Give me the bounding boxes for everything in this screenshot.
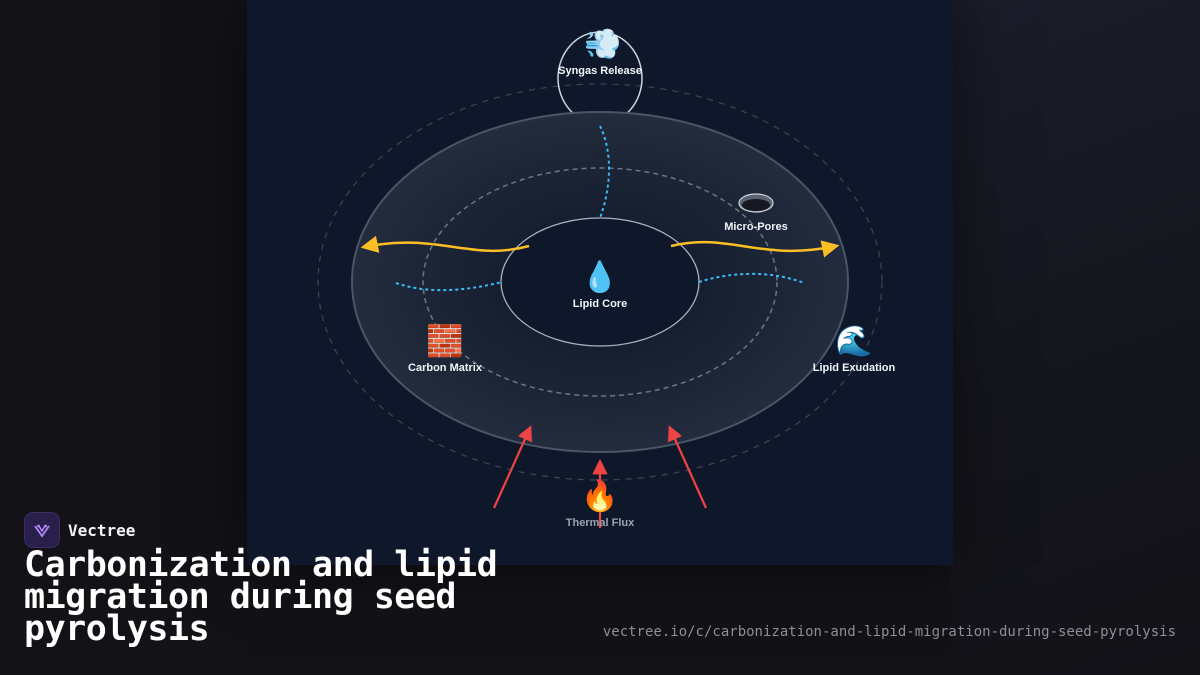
- outer-boundary-ring: [317, 83, 883, 481]
- lipid-exudation-label: Lipid Exudation: [813, 362, 896, 374]
- wind-icon: 💨: [584, 27, 621, 62]
- lipid-core-label: Lipid Core: [573, 298, 627, 310]
- brand: Vectree: [24, 512, 135, 548]
- brand-name: Vectree: [68, 520, 136, 540]
- source-url[interactable]: vectree.io/c/carbonization-and-lipid-mig…: [602, 624, 1176, 640]
- brick-icon: 🧱: [426, 323, 463, 359]
- wave-icon: 🌊: [835, 323, 872, 359]
- heat-flow-right-arrow: [668, 425, 708, 509]
- droplet-icon: 💧: [581, 259, 618, 295]
- page-title: Carbonization and lipid migration during…: [24, 545, 498, 649]
- syngas-release-label: Syngas Release: [558, 65, 642, 77]
- background-shade: [950, 0, 1200, 675]
- micro-pores-label: Micro-Pores: [724, 221, 788, 233]
- gas-path-left: [395, 281, 503, 292]
- fire-icon: 🔥: [581, 478, 618, 514]
- gas-path-top: [599, 125, 610, 219]
- vectree-logo-icon: [24, 512, 60, 548]
- micro-pore-disc-icon: [738, 193, 774, 213]
- lipid-flow-left-arrow: [360, 235, 530, 253]
- heat-flow-left-arrow: [492, 425, 532, 509]
- inner-dashed-ring: [422, 167, 778, 397]
- thermal-flux-label: Thermal Flux: [566, 517, 635, 529]
- lipid-flow-right-arrow: [670, 240, 840, 258]
- carbon-matrix-label: Carbon Matrix: [408, 362, 483, 374]
